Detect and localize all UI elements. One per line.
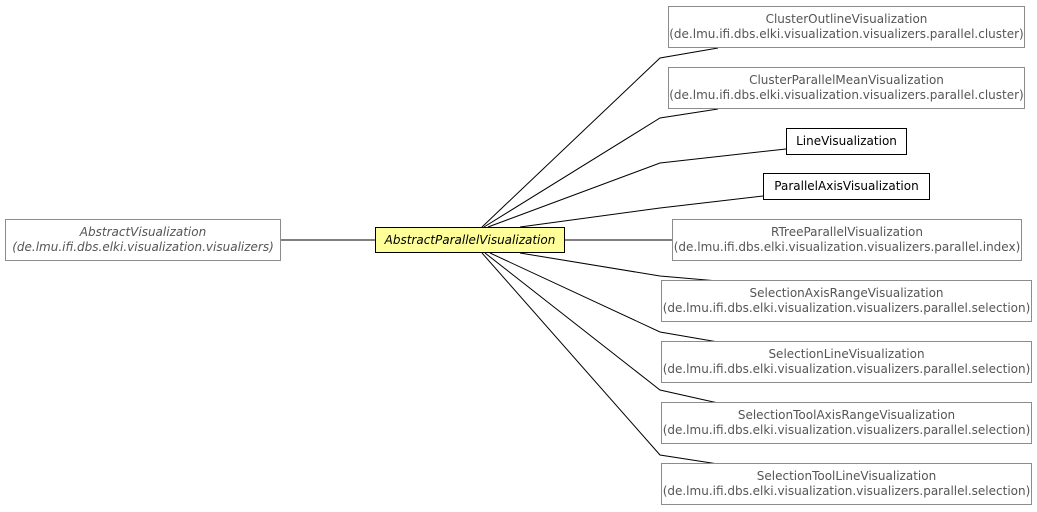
node-selection-tool-line-visualization[interactable]: SelectionToolLineVisualization (de.lmu.i… xyxy=(661,463,1032,505)
node-package: (de.lmu.ifi.dbs.elki.visualization.visua… xyxy=(669,88,1024,102)
edge-selection-tool-axis-range xyxy=(484,252,719,404)
node-parallel-axis-visualization[interactable]: ParallelAxisVisualization xyxy=(763,173,930,200)
edge-selection-tool-line xyxy=(481,252,719,465)
node-title: SelectionAxisRangeVisualization xyxy=(749,286,944,300)
node-package: (de.lmu.ifi.dbs.elki.visualization.visua… xyxy=(662,301,1031,315)
node-title: ClusterOutlineVisualization xyxy=(765,12,928,26)
edge-selection-line xyxy=(489,252,719,343)
node-package: (de.lmu.ifi.dbs.elki.visualization.visua… xyxy=(673,240,1021,254)
node-selection-line-visualization[interactable]: SelectionLineVisualization (de.lmu.ifi.d… xyxy=(661,341,1032,383)
node-package: (de.lmu.ifi.dbs.elki.visualization.visua… xyxy=(662,362,1031,376)
node-line-visualization[interactable]: LineVisualization xyxy=(786,128,907,155)
edge-parallel-axis xyxy=(519,195,764,228)
node-title: AbstractVisualization xyxy=(79,225,207,239)
node-title: SelectionToolLineVisualization xyxy=(756,469,937,483)
node-title: SelectionLineVisualization xyxy=(768,347,925,361)
node-rtree-parallel-visualization[interactable]: RTreeParallelVisualization (de.lmu.ifi.d… xyxy=(672,219,1022,261)
node-title: AbstractParallelVisualization xyxy=(384,232,556,247)
edge-cluster-outline xyxy=(481,47,719,228)
node-abstract-visualization[interactable]: AbstractVisualization (de.lmu.ifi.dbs.el… xyxy=(5,219,281,261)
node-package: (de.lmu.ifi.dbs.elki.visualization.visua… xyxy=(662,484,1031,498)
edge-cluster-mean xyxy=(483,108,719,228)
node-cluster-parallel-mean-visualization[interactable]: ClusterParallelMeanVisualization (de.lmu… xyxy=(668,67,1025,109)
node-package: (de.lmu.ifi.dbs.elki.visualization.visua… xyxy=(669,27,1024,41)
node-package: (de.lmu.ifi.dbs.elki.visualization.visua… xyxy=(12,240,274,254)
node-title: ParallelAxisVisualization xyxy=(774,179,919,193)
node-title: SelectionToolAxisRangeVisualization xyxy=(737,408,956,422)
node-selection-tool-axis-range-visualization[interactable]: SelectionToolAxisRangeVisualization (de.… xyxy=(661,402,1032,444)
edge-line-visualization xyxy=(487,148,787,228)
node-title: LineVisualization xyxy=(796,134,897,148)
node-title: ClusterParallelMeanVisualization xyxy=(749,73,944,87)
node-abstract-parallel-visualization[interactable]: AbstractParallelVisualization xyxy=(375,227,565,253)
node-title: RTreeParallelVisualization xyxy=(771,225,923,239)
node-cluster-outline-visualization[interactable]: ClusterOutlineVisualization (de.lmu.ifi.… xyxy=(668,6,1025,48)
node-selection-axis-range-visualization[interactable]: SelectionAxisRangeVisualization (de.lmu.… xyxy=(661,280,1032,322)
node-package: (de.lmu.ifi.dbs.elki.visualization.visua… xyxy=(662,423,1031,437)
edge-selection-axis-range xyxy=(519,252,719,282)
